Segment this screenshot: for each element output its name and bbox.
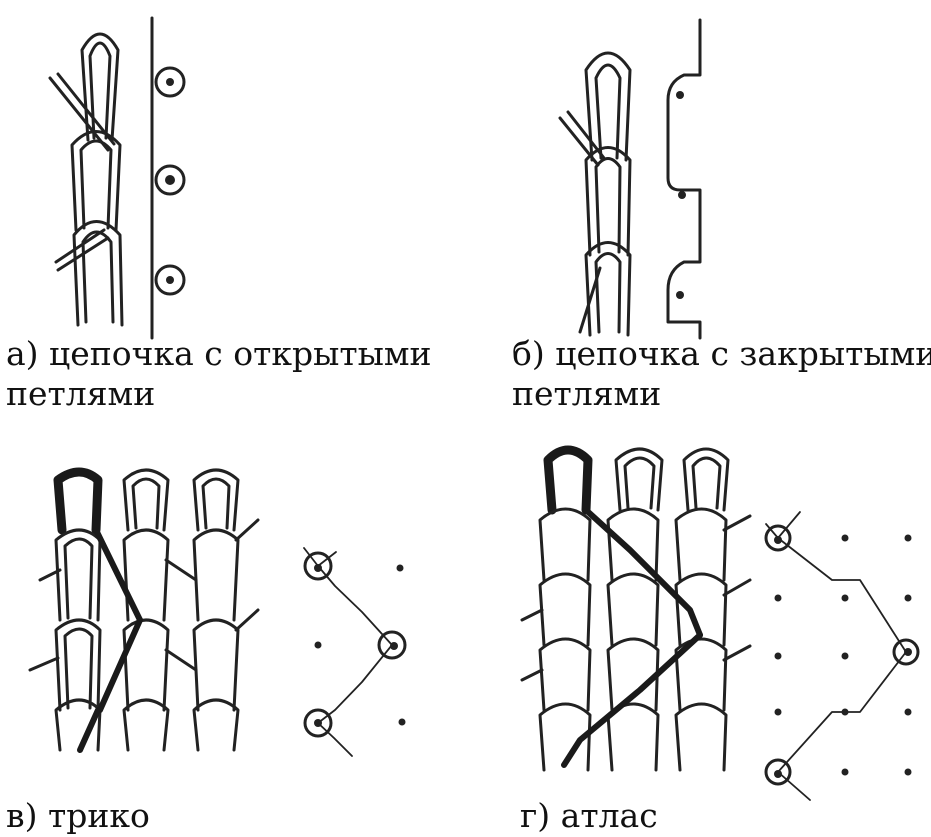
loop: [586, 148, 630, 256]
caption-chain-closed-loops: б) цепочка с закрытыми петлями: [512, 334, 931, 414]
loop: [74, 222, 122, 326]
caption-tricot: в) трико: [6, 796, 150, 836]
caption-chain-open-loops: а) цепочка с открытыми петлями: [6, 334, 432, 414]
caption-line-1: г) атлас: [520, 796, 658, 836]
panel-atlas: г) атлас: [460, 420, 931, 837]
panel-chain-open-loops: а) цепочка с открытыми петлями: [0, 0, 460, 420]
needle-bar: [668, 20, 700, 338]
tricot-lapping-diagram: [304, 548, 406, 756]
caption-line-1: а) цепочка с открытыми: [6, 334, 432, 374]
caption-line-2: петлями: [6, 374, 432, 414]
caption-line-1: в) трико: [6, 796, 150, 836]
chain-open-loops-illustration: [0, 0, 460, 340]
panel-chain-closed-loops: б) цепочка с закрытыми петлями: [460, 0, 931, 420]
caption-line-2: петлями: [512, 374, 931, 414]
atlas-lapping-diagram: [766, 512, 918, 800]
atlas-loop-column: [540, 449, 728, 770]
chain-closed-loops-illustration: [460, 0, 931, 340]
panel-tricot: в) трико: [0, 420, 460, 837]
atlas-illustration: [460, 420, 931, 800]
tricot-loop-column: [56, 470, 238, 750]
loop: [72, 132, 120, 231]
caption-atlas: г) атлас: [520, 796, 658, 836]
caption-line-1: б) цепочка с закрытыми: [512, 334, 931, 374]
tricot-illustration: [0, 420, 460, 800]
